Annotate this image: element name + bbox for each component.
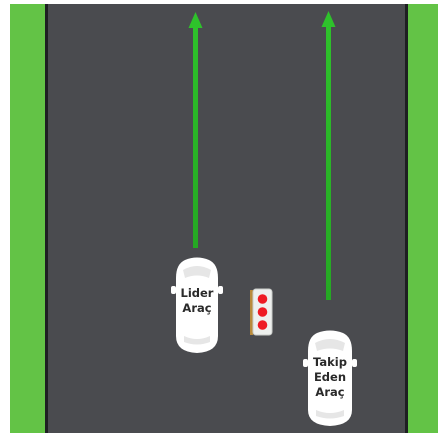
road [47, 4, 407, 433]
following-car-label: Takip Eden Araç [308, 355, 352, 400]
road-left-edge [45, 4, 48, 433]
right-grass [407, 4, 438, 433]
traffic-light-lamp-middle [258, 307, 268, 317]
traffic-light [250, 289, 272, 335]
lead-car-label-line1: Lider [176, 286, 218, 301]
traffic-light-lamp-top [258, 294, 268, 304]
following-car-label-line3: Araç [308, 385, 352, 400]
traffic-light-lamp-bottom [258, 320, 268, 330]
lead-car-label-line2: Araç [176, 301, 218, 316]
left-grass [10, 4, 47, 433]
following-car-label-line2: Eden [308, 370, 352, 385]
following-car-label-line1: Takip [308, 355, 352, 370]
lead-car-label: Lider Araç [176, 286, 218, 316]
road-right-edge [405, 4, 408, 433]
